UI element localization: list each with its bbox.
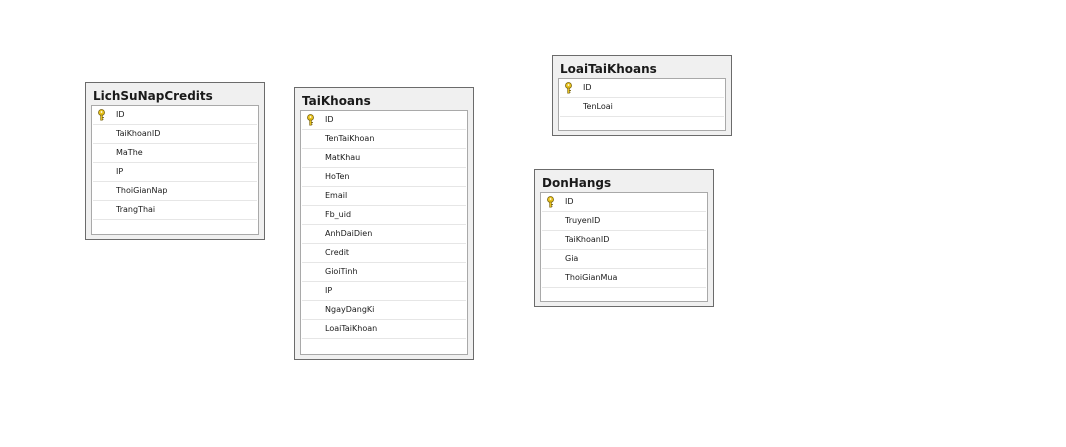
table-title: TaiKhoans bbox=[302, 94, 371, 108]
column-row[interactable]: IP bbox=[93, 163, 257, 182]
column-name: LoaiTaiKhoan bbox=[325, 324, 378, 333]
column-list: ID TaiKhoanID MaThe IP ThoiGianNap Trang… bbox=[91, 105, 259, 235]
column-row[interactable]: TenLoai bbox=[560, 98, 724, 117]
column-row[interactable]: TaiKhoanID bbox=[93, 125, 257, 144]
column-name: TenLoai bbox=[583, 102, 613, 111]
column-name: ID bbox=[325, 115, 334, 124]
column-row[interactable]: TenTaiKhoan bbox=[302, 130, 466, 149]
column-name: HoTen bbox=[325, 172, 350, 181]
column-name: TaiKhoanID bbox=[565, 235, 610, 244]
column-name: ID bbox=[116, 110, 125, 119]
column-name: ThoiGianMua bbox=[565, 273, 618, 282]
column-name: ThoiGianNap bbox=[116, 186, 168, 195]
column-name: Credit bbox=[325, 248, 350, 257]
table-lichsunapcredits[interactable]: LichSuNapCredits ID TaiKhoanID MaThe IP … bbox=[85, 82, 265, 240]
key-icon bbox=[560, 79, 577, 97]
column-name: IP bbox=[116, 167, 124, 176]
column-row[interactable]: AnhDaiDien bbox=[302, 225, 466, 244]
table-donhangs[interactable]: DonHangs ID TruyenID TaiKhoanID Gia Thoi… bbox=[534, 169, 714, 307]
column-row[interactable]: LoaiTaiKhoan bbox=[302, 320, 466, 339]
column-row[interactable]: TaiKhoanID bbox=[542, 231, 706, 250]
column-name: Fb_uid bbox=[325, 210, 352, 219]
column-name: TrangThai bbox=[116, 205, 156, 214]
column-row[interactable]: TrangThai bbox=[93, 201, 257, 220]
column-row[interactable]: ID bbox=[93, 106, 257, 125]
column-name: ID bbox=[583, 83, 592, 92]
column-row[interactable]: HoTen bbox=[302, 168, 466, 187]
column-row[interactable]: GioiTinh bbox=[302, 263, 466, 282]
table-title: DonHangs bbox=[542, 176, 612, 190]
column-list: ID TruyenID TaiKhoanID Gia ThoiGianMua bbox=[540, 192, 708, 302]
table-title: LichSuNapCredits bbox=[93, 89, 213, 103]
column-list: ID TenLoai bbox=[558, 78, 726, 131]
column-name: TruyenID bbox=[565, 216, 601, 225]
column-name: AnhDaiDien bbox=[325, 229, 373, 238]
column-row[interactable]: Gia bbox=[542, 250, 706, 269]
column-name: ID bbox=[565, 197, 574, 206]
column-list: ID TenTaiKhoan MatKhau HoTen Email Fb_ui… bbox=[300, 110, 468, 355]
column-name: MatKhau bbox=[325, 153, 361, 162]
table-title: LoaiTaiKhoans bbox=[560, 62, 657, 76]
column-row[interactable]: MatKhau bbox=[302, 149, 466, 168]
column-row[interactable]: TruyenID bbox=[542, 212, 706, 231]
key-icon bbox=[93, 106, 110, 124]
column-name: IP bbox=[325, 286, 333, 295]
column-name: Gia bbox=[565, 254, 579, 263]
column-row[interactable]: MaThe bbox=[93, 144, 257, 163]
column-row[interactable]: Fb_uid bbox=[302, 206, 466, 225]
column-row[interactable]: NgayDangKi bbox=[302, 301, 466, 320]
column-name: TenTaiKhoan bbox=[325, 134, 375, 143]
column-name: Email bbox=[325, 191, 348, 200]
table-taikhoans[interactable]: TaiKhoans ID TenTaiKhoan MatKhau HoTen E… bbox=[294, 87, 474, 360]
column-row[interactable]: ID bbox=[302, 111, 466, 130]
key-icon bbox=[302, 111, 319, 129]
column-row[interactable]: IP bbox=[302, 282, 466, 301]
column-row[interactable]: Credit bbox=[302, 244, 466, 263]
column-row[interactable]: ThoiGianNap bbox=[93, 182, 257, 201]
column-name: NgayDangKi bbox=[325, 305, 375, 314]
column-row[interactable]: ID bbox=[560, 79, 724, 98]
column-name: TaiKhoanID bbox=[116, 129, 161, 138]
column-row[interactable]: Email bbox=[302, 187, 466, 206]
column-row[interactable]: ThoiGianMua bbox=[542, 269, 706, 288]
column-row[interactable]: ID bbox=[542, 193, 706, 212]
column-name: MaThe bbox=[116, 148, 143, 157]
column-name: GioiTinh bbox=[325, 267, 358, 276]
table-loaitaikhoans[interactable]: LoaiTaiKhoans ID TenLoai bbox=[552, 55, 732, 136]
key-icon bbox=[542, 193, 559, 211]
